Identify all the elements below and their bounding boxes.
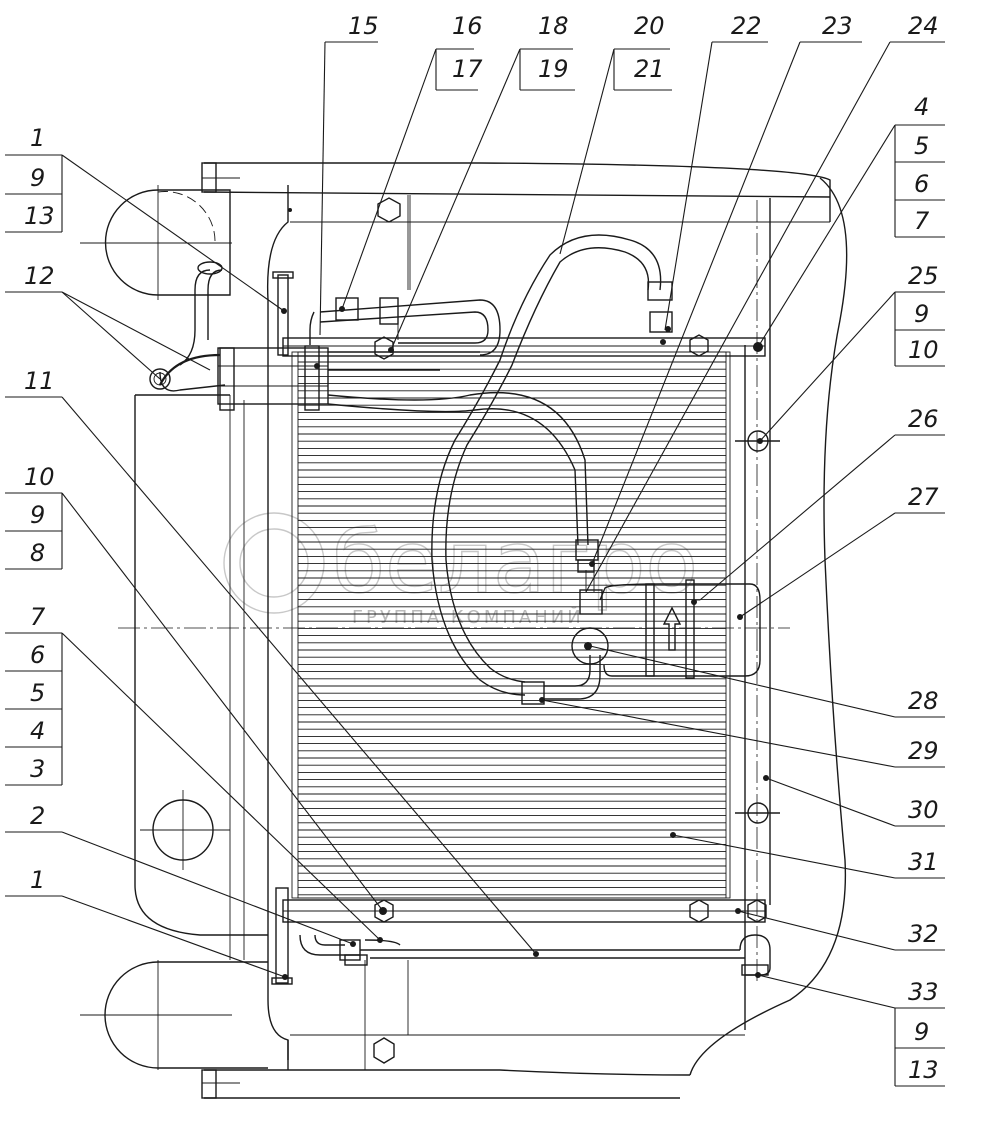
pipe-elbow-left <box>149 368 171 390</box>
leader-lines <box>5 41 945 1087</box>
callout-24: 24 <box>908 12 939 40</box>
hose-29-fitting <box>521 681 545 705</box>
callout-right-30: 30 <box>908 796 939 824</box>
inlet-coupling <box>217 347 329 405</box>
callout-right-10: 10 <box>908 336 939 364</box>
frame-outline <box>134 162 848 1099</box>
watermark-logo-outer-circle <box>223 512 325 614</box>
flow-arrow-icon <box>662 606 682 651</box>
hose-20 <box>431 234 673 696</box>
callout-22: 22 <box>731 12 762 40</box>
callout-right-4: 4 <box>914 93 929 121</box>
callout-left-8: 8 <box>30 539 45 567</box>
callout-16: 16 <box>452 12 483 40</box>
callout-20: 20 <box>634 12 665 40</box>
callout-left-3: 3 <box>30 755 45 783</box>
inlet-pipe-assembly <box>149 261 589 546</box>
condenser-core-fins <box>298 361 726 896</box>
callout-left-11: 11 <box>24 367 55 395</box>
callout-right-9a: 9 <box>914 300 929 328</box>
callout-labels: 15 16 17 18 19 20 21 22 23 24 1 9 13 12 … <box>24 12 939 1084</box>
callout-left-1b: 1 <box>30 866 45 894</box>
watermark-subtitle: ГРУППА КОМПАНИЙ <box>352 606 584 628</box>
callout-right-6: 6 <box>914 170 929 198</box>
top-header-bar <box>282 197 766 360</box>
callout-left-12: 12 <box>24 262 55 290</box>
fitting-16 <box>335 297 359 321</box>
callout-right-5: 5 <box>914 132 929 160</box>
callout-23: 23 <box>822 12 853 40</box>
callout-left-4: 4 <box>30 717 45 745</box>
callout-right-7: 7 <box>914 207 930 235</box>
callout-19: 19 <box>538 55 569 83</box>
outlet-pipe <box>299 934 771 978</box>
callout-21: 21 <box>634 55 665 83</box>
callout-left-7: 7 <box>30 603 46 631</box>
receiver-drier <box>571 539 761 679</box>
bottom-header-bar <box>282 899 767 1064</box>
callout-right-25: 25 <box>908 262 939 290</box>
callout-left-10: 10 <box>24 463 55 491</box>
left-frame-hole <box>152 799 214 861</box>
drier-cylinder <box>599 583 761 677</box>
callout-right-28: 28 <box>908 687 939 715</box>
callout-15: 15 <box>348 12 379 40</box>
mount-holes <box>104 189 268 1069</box>
hex-nut-bottom-right <box>689 899 709 923</box>
hex-nut-bottom <box>373 1037 395 1064</box>
callout-left-9a: 9 <box>30 164 45 192</box>
hex-nut-bottom-left <box>374 899 394 923</box>
callout-17: 17 <box>452 55 483 83</box>
callout-left-6: 6 <box>30 641 45 669</box>
hose-29 <box>521 655 601 705</box>
callout-left-2: 2 <box>30 802 45 830</box>
callout-right-27: 27 <box>908 483 939 511</box>
callout-18: 18 <box>538 12 569 40</box>
callout-right-13: 13 <box>908 1056 939 1084</box>
watermark-logo-inner-circle <box>239 528 309 598</box>
hex-nut-top-right <box>689 334 709 357</box>
bottom-left-mount-lug <box>104 961 268 1069</box>
watermark-brand: белагро <box>332 513 698 613</box>
callout-right-26: 26 <box>908 405 939 433</box>
condenser-core-border <box>291 351 731 899</box>
right-clamps <box>735 430 780 824</box>
hex-nut-top <box>377 197 401 223</box>
watermark: белагро ГРУППА КОМПАНИЙ <box>223 512 699 628</box>
callout-right-29: 29 <box>908 737 939 765</box>
top-left-mount-lug <box>104 189 231 296</box>
callout-left-13: 13 <box>24 202 55 230</box>
callout-right-31: 31 <box>908 848 939 876</box>
callout-left-5: 5 <box>30 679 45 707</box>
callout-right-32: 32 <box>908 920 939 948</box>
callout-right-33: 33 <box>908 978 939 1006</box>
callout-right-9b: 9 <box>914 1018 929 1046</box>
callout-left-9b: 9 <box>30 501 45 529</box>
callout-left-1: 1 <box>30 124 45 152</box>
sight-glass-28 <box>571 627 609 665</box>
